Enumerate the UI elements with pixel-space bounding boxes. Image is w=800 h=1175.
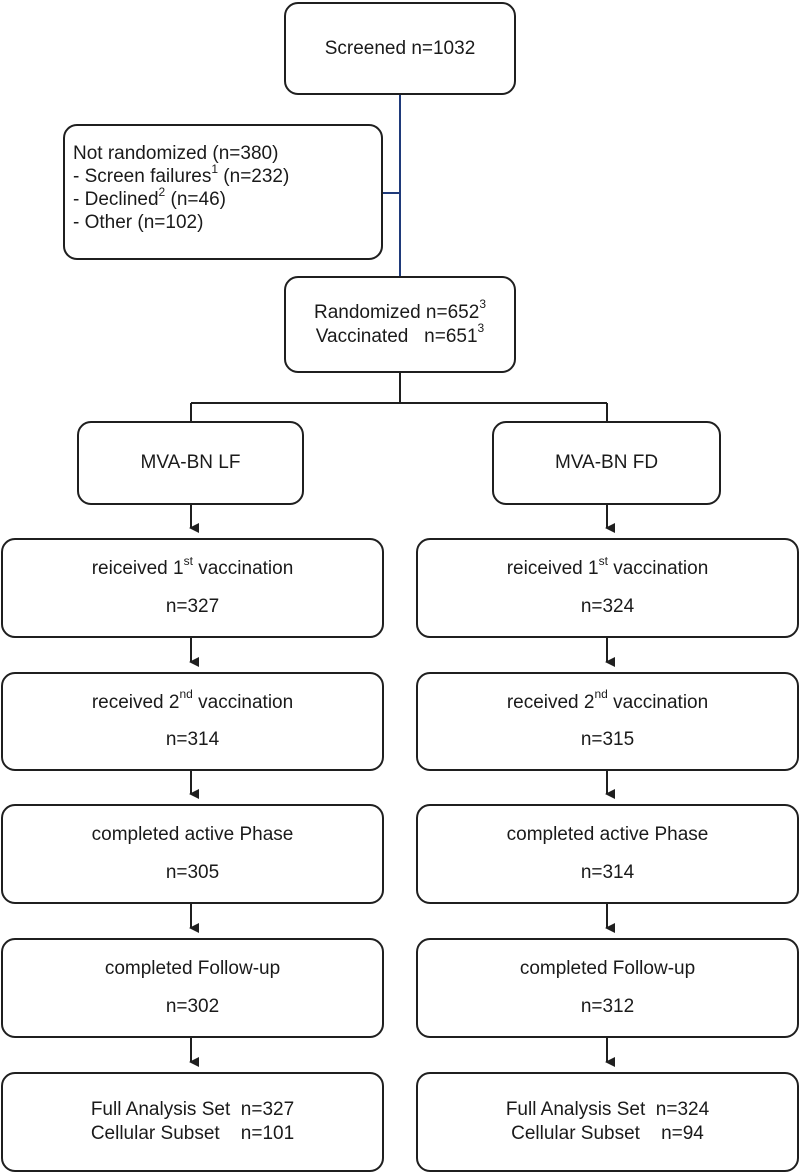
arm-fd-followup-box: completed Follow-up n=312 bbox=[416, 938, 799, 1038]
arm-fd-full-analysis-set: Full Analysis Set n=324 bbox=[505, 1099, 710, 1120]
arm-fd-active-phase-box: completed active Phase n=314 bbox=[416, 804, 799, 904]
randomized-line: Randomized n=6523 bbox=[313, 297, 486, 323]
arm-fd-second-vaccination-label: received 2nd vaccination bbox=[506, 687, 709, 713]
arm-lf-cellular-subset: Cellular Subset n=101 bbox=[90, 1123, 295, 1144]
arm-fd-first-vaccination-n: n=324 bbox=[580, 596, 635, 617]
vaccinated-line: Vaccinated n=6513 bbox=[315, 321, 485, 347]
arm-lf-second-vaccination-label: received 2nd vaccination bbox=[91, 687, 294, 713]
arm-lf-second-vaccination-n: n=314 bbox=[165, 729, 220, 751]
arm-lf-full-analysis-set: Full Analysis Set n=327 bbox=[90, 1099, 295, 1120]
screened-box: Screened n=1032 bbox=[284, 2, 516, 95]
arm-lf-analysis-box: Full Analysis Set n=327 Cellular Subset … bbox=[1, 1072, 384, 1172]
not-randomized-box: Not randomized (n=380) - Screen failures… bbox=[63, 124, 383, 260]
arm-lf-first-vaccination-n: n=327 bbox=[165, 596, 220, 617]
screen-failures-line: - Screen failures1 (n=232) bbox=[73, 161, 290, 187]
arm-lf-first-vaccination-label: reiceived 1st vaccination bbox=[91, 553, 294, 579]
not-randomized-title: Not randomized (n=380) bbox=[73, 143, 279, 164]
arm-fd-cellular-subset: Cellular Subset n=94 bbox=[511, 1123, 704, 1144]
screened-label: Screened n=1032 bbox=[324, 37, 476, 59]
arm-lf-first-vaccination-box: reiceived 1st vaccination n=327 bbox=[1, 538, 384, 638]
arm-lf-active-phase-box: completed active Phase n=305 bbox=[1, 804, 384, 904]
arm-fd-box: MVA-BN FD bbox=[492, 421, 721, 505]
arm-fd-name: MVA-BN FD bbox=[554, 452, 659, 473]
arm-lf-followup-box: completed Follow-up n=302 bbox=[1, 938, 384, 1038]
arm-lf-name: MVA-BN LF bbox=[140, 452, 241, 473]
arm-fd-first-vaccination-box: reiceived 1st vaccination n=324 bbox=[416, 538, 799, 638]
arm-fd-first-vaccination-label: reiceived 1st vaccination bbox=[506, 553, 709, 579]
arm-lf-followup-label: completed Follow-up bbox=[104, 958, 281, 979]
arm-fd-followup-label: completed Follow-up bbox=[519, 958, 696, 979]
arm-lf-second-vaccination-box: received 2nd vaccination n=314 bbox=[1, 672, 384, 771]
arm-lf-box: MVA-BN LF bbox=[77, 421, 304, 505]
arm-fd-followup-n: n=312 bbox=[580, 996, 635, 1017]
arm-fd-analysis-box: Full Analysis Set n=324 Cellular Subset … bbox=[416, 1072, 799, 1172]
other-line: - Other (n=102) bbox=[73, 212, 204, 233]
arm-lf-active-phase-n: n=305 bbox=[165, 862, 220, 883]
arm-fd-active-phase-n: n=314 bbox=[580, 862, 635, 883]
arm-fd-second-vaccination-box: received 2nd vaccination n=315 bbox=[416, 672, 799, 771]
arm-fd-second-vaccination-n: n=315 bbox=[580, 729, 635, 751]
arm-lf-followup-n: n=302 bbox=[165, 996, 220, 1017]
arm-lf-active-phase-label: completed active Phase bbox=[91, 824, 294, 845]
randomized-box: Randomized n=6523 Vaccinated n=6513 bbox=[284, 276, 516, 373]
declined-line: - Declined2 (n=46) bbox=[73, 184, 226, 210]
arm-fd-active-phase-label: completed active Phase bbox=[506, 824, 709, 845]
